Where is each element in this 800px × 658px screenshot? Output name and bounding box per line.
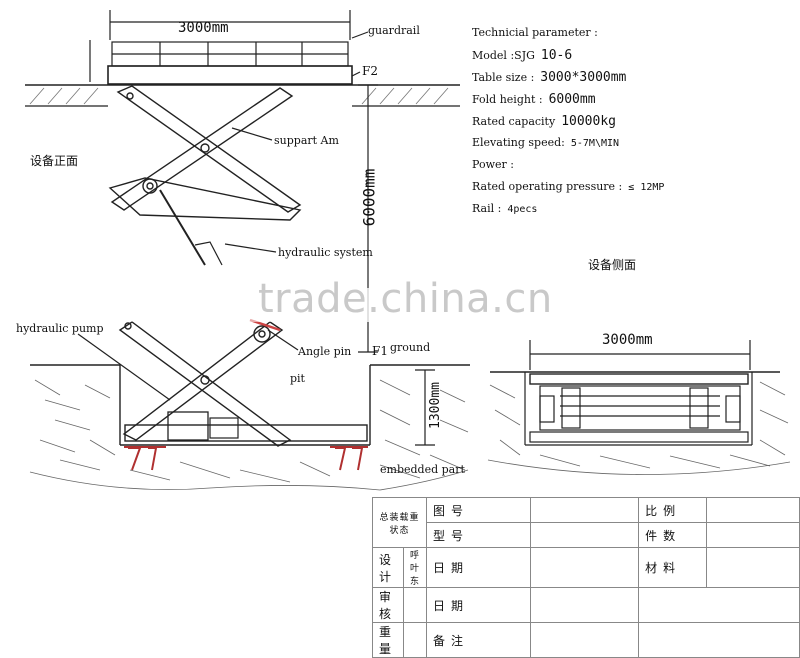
param-row-power: Power :: [472, 158, 782, 180]
param-row-fold-height: Fold height : 6000mm: [472, 92, 782, 114]
param-row-model: Model :SJG 10-6: [472, 48, 782, 70]
ground-label: ground: [390, 341, 431, 354]
f2-label: F2: [362, 64, 378, 78]
watermark: trade.china.cn: [258, 276, 553, 322]
guardrail: [111, 41, 349, 67]
tb-drawing-no: 图号: [426, 497, 531, 523]
pit-label: pit: [290, 372, 305, 385]
soil-hatching-side: [487, 381, 791, 475]
param-value: 3000*3000mm: [540, 70, 627, 85]
param-row-speed: Elevating speed: 5-7M\MIN: [472, 136, 782, 158]
table-platform: [107, 65, 353, 85]
hydraulic-system-label: hydraulic system: [278, 246, 373, 259]
param-label: Model :SJG: [472, 49, 535, 62]
embedded-part-label: embedded part: [380, 463, 465, 476]
angle-pin-label: Angle pin: [298, 345, 352, 358]
side-scissor-body: [539, 385, 741, 431]
side-width-dim: 3000mm: [602, 332, 653, 348]
param-label: Table size :: [472, 71, 535, 84]
title-block: 总装载重状态 图号 比例 型号 件数 设计 呼叶东 日期 材料 审核 日期 重量…: [371, 497, 800, 658]
tb-design: 设计: [371, 547, 405, 588]
param-value: 10000kg: [561, 114, 616, 129]
param-value: 4pecs: [507, 204, 538, 215]
front-width-dim: 3000mm: [178, 20, 229, 36]
tb-pieces: 件数: [638, 522, 708, 548]
embedded-parts: [124, 318, 368, 471]
param-value: 5-7M\MIN: [570, 138, 620, 149]
tb-material: 材料: [638, 547, 708, 588]
tb-date1: 日期: [426, 547, 531, 588]
pit-depth-dim: 1300mm: [427, 382, 443, 429]
hydraulic-cylinder: [159, 189, 206, 266]
tb-model: 型号: [426, 522, 531, 548]
title-block-name: 总装载重状态: [371, 497, 428, 548]
side-platform: [529, 373, 749, 385]
param-row-pressure: Rated operating pressure : ≤ 12MP: [472, 180, 782, 202]
f1-label: F1: [372, 344, 388, 358]
tb-date2: 日期: [426, 587, 531, 623]
param-label: Fold height :: [472, 93, 543, 106]
param-label: Rail :: [472, 202, 502, 215]
scissor-arms-upper: [108, 85, 302, 221]
support-arm-label: suppart Am: [274, 134, 339, 147]
lift-drawing: [25, 10, 791, 491]
front-view-title: 设备正面: [30, 154, 79, 168]
scissor-arms-lower: [118, 321, 292, 447]
param-row-capacity: Rated capacity 10000kg: [472, 114, 782, 136]
param-value: ≤ 12MP: [628, 182, 665, 193]
param-row-rail: Rail : 4pecs: [472, 202, 782, 224]
height-dim: 6000mm: [359, 168, 379, 227]
param-row-table-size: Table size : 3000*3000mm: [472, 70, 782, 92]
hydraulic-pump-label: hydraulic pump: [16, 322, 104, 335]
tb-designer: 呼叶东: [403, 547, 428, 588]
param-label: Rated capacity: [472, 115, 556, 128]
soil-hatching-front: [29, 379, 469, 491]
param-label: Rated operating pressure :: [472, 180, 623, 193]
base-frame: [124, 424, 368, 442]
tb-review: 审核: [371, 587, 405, 623]
side-view-title: 设备侧面: [588, 258, 637, 272]
technical-parameters: Technicial parameter : Model :SJG 10-6 Ta…: [472, 26, 782, 224]
watermark-band: [0, 288, 800, 322]
param-value: 10-6: [540, 48, 573, 63]
param-value: 6000mm: [548, 92, 596, 107]
hydraulic-pump: [167, 411, 209, 441]
param-label: Elevating speed:: [472, 136, 565, 149]
params-heading: Technicial parameter :: [472, 26, 598, 39]
guardrail-label: guardrail: [368, 24, 420, 37]
tb-scale: 比例: [638, 497, 708, 523]
param-label: Power :: [472, 158, 514, 171]
